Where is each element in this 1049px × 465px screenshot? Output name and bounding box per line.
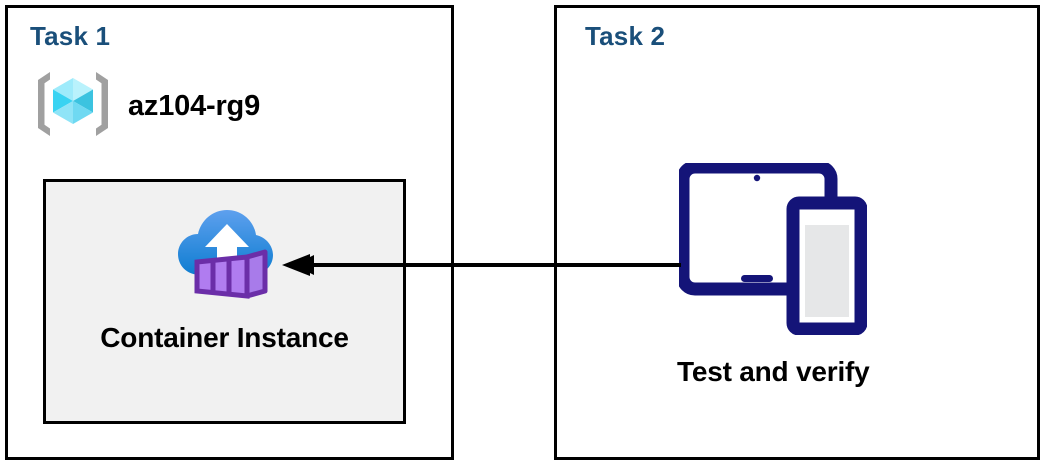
devices-icon [676,160,868,340]
panel-title-task-1: Task 1 [30,21,111,51]
container-instance-node: Container Instance [43,179,406,424]
test-and-verify-node: Test and verify [676,160,870,388]
panel-task-1: Task 1 az104-rg9 [5,5,454,460]
test-and-verify-label: Test and verify [677,356,870,387]
panel-title-task-2: Task 2 [585,21,666,51]
container-instance-icon [175,203,275,304]
resource-group-icon [34,68,112,145]
resource-group-row: az104-rg9 [34,68,260,145]
panel-task-2: Task 2 Test and verify [554,5,1040,460]
resource-group-name: az104-rg9 [128,90,260,122]
container-instance-label: Container Instance [100,322,349,353]
